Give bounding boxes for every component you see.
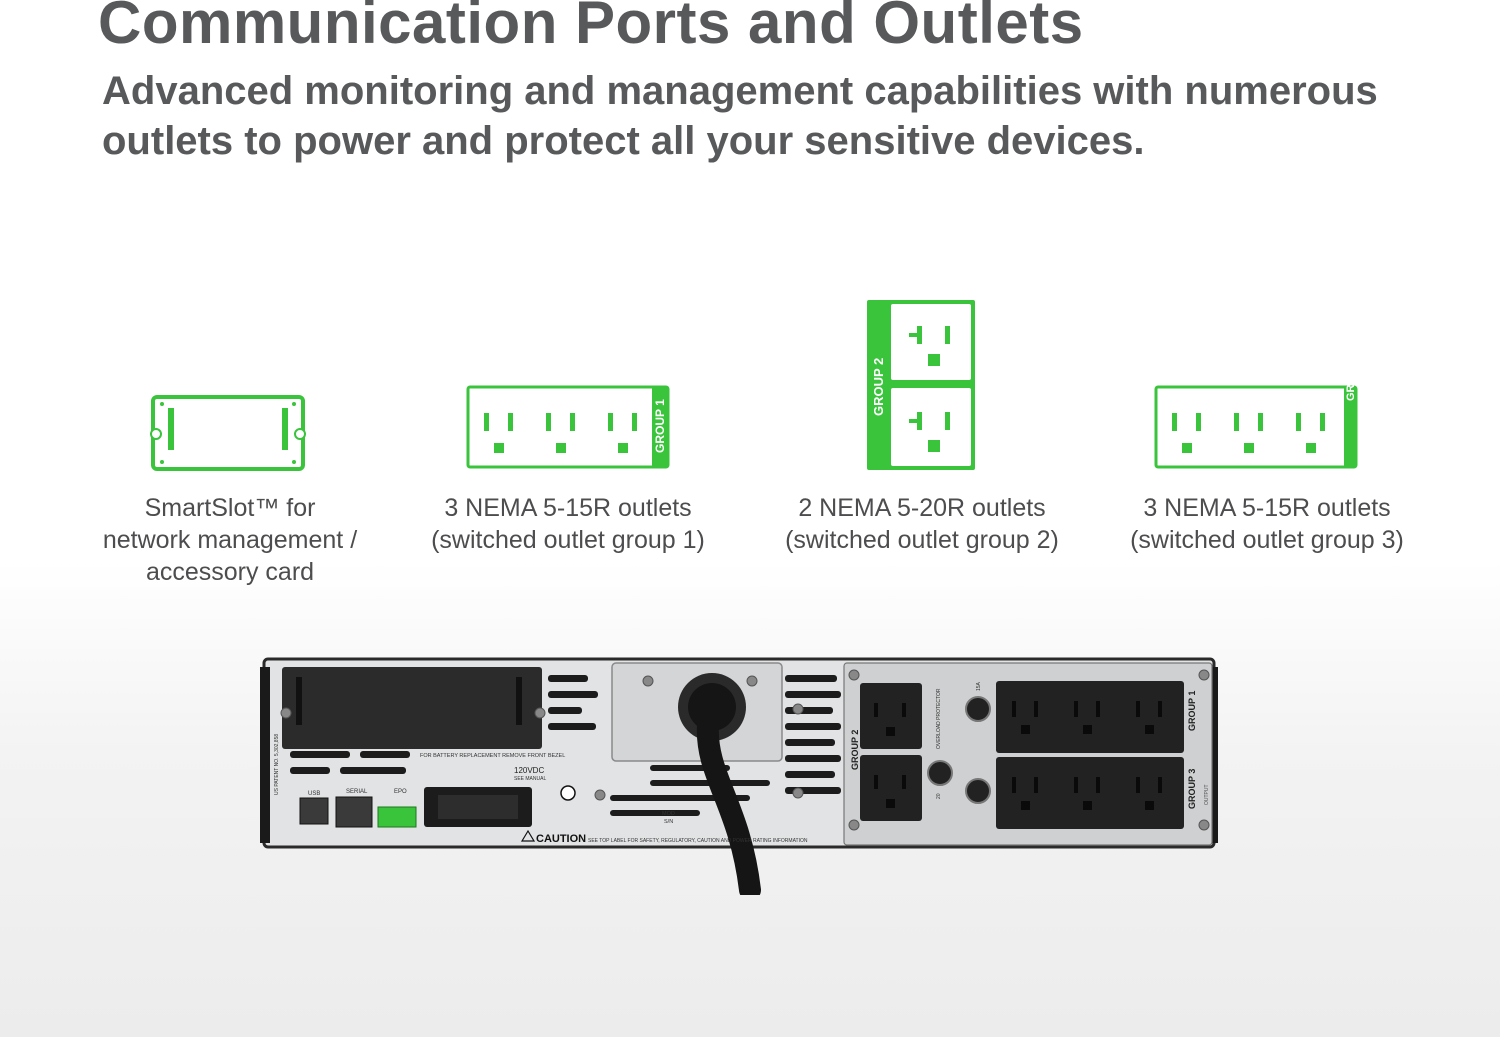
group-3-tag: GR (1345, 385, 1357, 401)
ups-vdc-label: 120VDC (514, 766, 544, 775)
ups-group3-outlets (996, 757, 1184, 829)
ups-see-manual: SEE MANUAL (514, 776, 546, 782)
ups-group1-label: GROUP 1 (1187, 691, 1197, 731)
feature-outlet-group-1-label: 3 NEMA 5-15R outlets (switched outlet gr… (431, 494, 705, 554)
ups-usb-label: USB (308, 791, 320, 797)
ups-rating-20: 20 (936, 793, 942, 799)
ups-battery-note: FOR BATTERY REPLACEMENT REMOVE FRONT BEZ… (420, 753, 565, 759)
ups-epo-label: EPO (394, 789, 407, 795)
ups-rear-panel: USB SERIAL EPO FOR BATTERY REPLACEMENT R… (260, 657, 1218, 895)
smartslot-icon (150, 395, 306, 471)
page-subtitle: Advanced monitoring and management capab… (102, 69, 1378, 163)
feature-smartslot-label: SmartSlot™ for network management / acce… (102, 494, 358, 586)
feature-outlet-group-2: GROUP 2 (865, 298, 977, 472)
group-1-tag: GROUP 1 (653, 399, 667, 453)
ups-serial-port (335, 796, 373, 828)
feature-outlet-group-3: GR (1154, 384, 1360, 471)
ups-caution: CAUTION (536, 833, 586, 845)
ups-group3-label: GROUP 3 (1187, 769, 1197, 809)
feature-outlet-group-3-label: 3 NEMA 5-15R outlets (switched outlet gr… (1130, 494, 1404, 554)
ups-rating-15a: 15A (976, 681, 982, 691)
ups-caution-note: SEE TOP LABEL FOR SAFETY, REGULATORY, CA… (588, 838, 808, 844)
ups-overload-label: OVERLOAD PROTECTOR (936, 688, 942, 749)
ups-group2-outlet-top (860, 683, 922, 749)
outlet-group-2-icon: GROUP 2 (867, 300, 975, 470)
ups-smartslot (282, 667, 542, 749)
outlet-group-3-icon: GR (1154, 384, 1358, 469)
ups-group2-outlet-bottom (860, 755, 922, 821)
feature-outlet-group-1: GROUP 1 (466, 385, 672, 471)
ups-patent: US PATENT NO. 5,302,858 (274, 734, 280, 795)
ups-usb-port (299, 797, 329, 825)
ups-mod-label: MOD (662, 811, 675, 817)
group-2-tag: GROUP 2 (871, 358, 886, 416)
ups-breaker-2 (927, 760, 953, 786)
feature-outlet-group-2-label: 2 NEMA 5-20R outlets (switched outlet gr… (785, 494, 1059, 554)
outlet-group-1-icon: GROUP 1 (466, 385, 670, 469)
feature-smartslot (148, 392, 308, 474)
ups-breaker-1 (965, 696, 991, 722)
ups-group1-outlets (996, 681, 1184, 753)
ups-breaker-3 (965, 778, 991, 804)
ups-sn-label: S/N (664, 819, 673, 825)
page-title: Communication Ports and Outlets (98, 0, 1084, 56)
ups-output-label: OUTPUT (1204, 784, 1210, 805)
ups-epo-terminal (377, 806, 417, 828)
ups-serial-label: SERIAL (346, 789, 368, 795)
ups-group2-label: GROUP 2 (850, 730, 860, 770)
